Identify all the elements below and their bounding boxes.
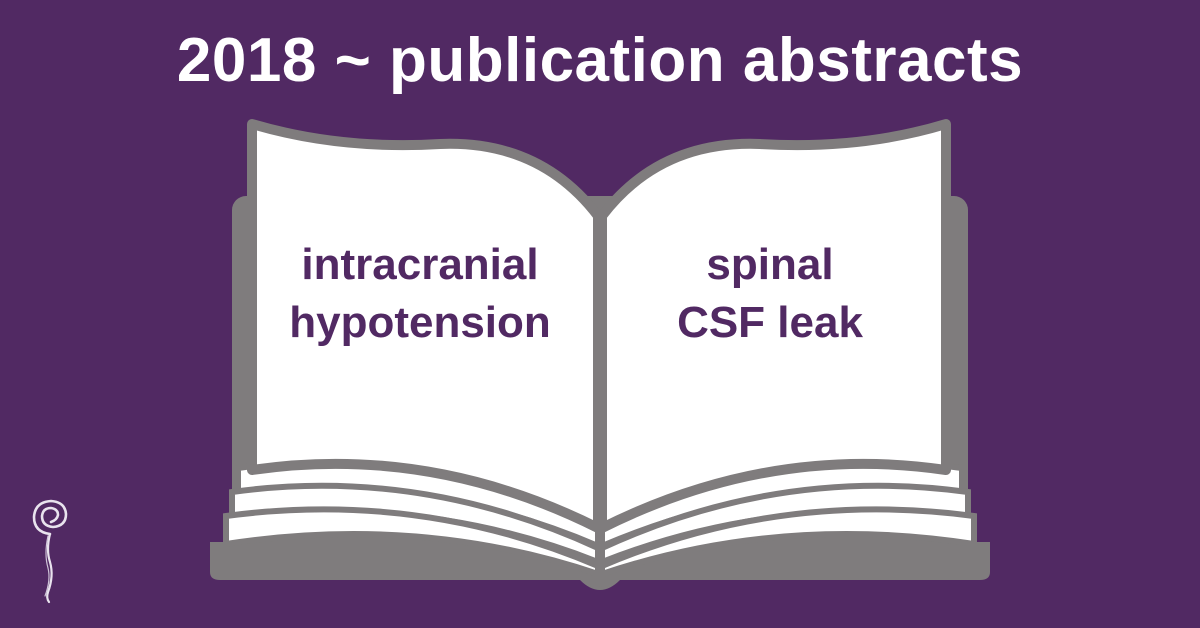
- page-title: 2018 ~ publication abstracts: [176, 26, 1024, 95]
- left-page: [247, 119, 603, 533]
- spiral-icon: [32, 499, 68, 604]
- left-page-text: intracranial hypotension: [250, 236, 590, 352]
- right-page-line-1: spinal: [706, 240, 834, 289]
- right-page: [597, 119, 951, 533]
- left-page-line-2: hypotension: [289, 298, 551, 347]
- right-page-line-2: CSF leak: [677, 298, 863, 347]
- right-page-text: spinal CSF leak: [610, 236, 930, 352]
- left-page-line-1: intracranial: [301, 240, 539, 289]
